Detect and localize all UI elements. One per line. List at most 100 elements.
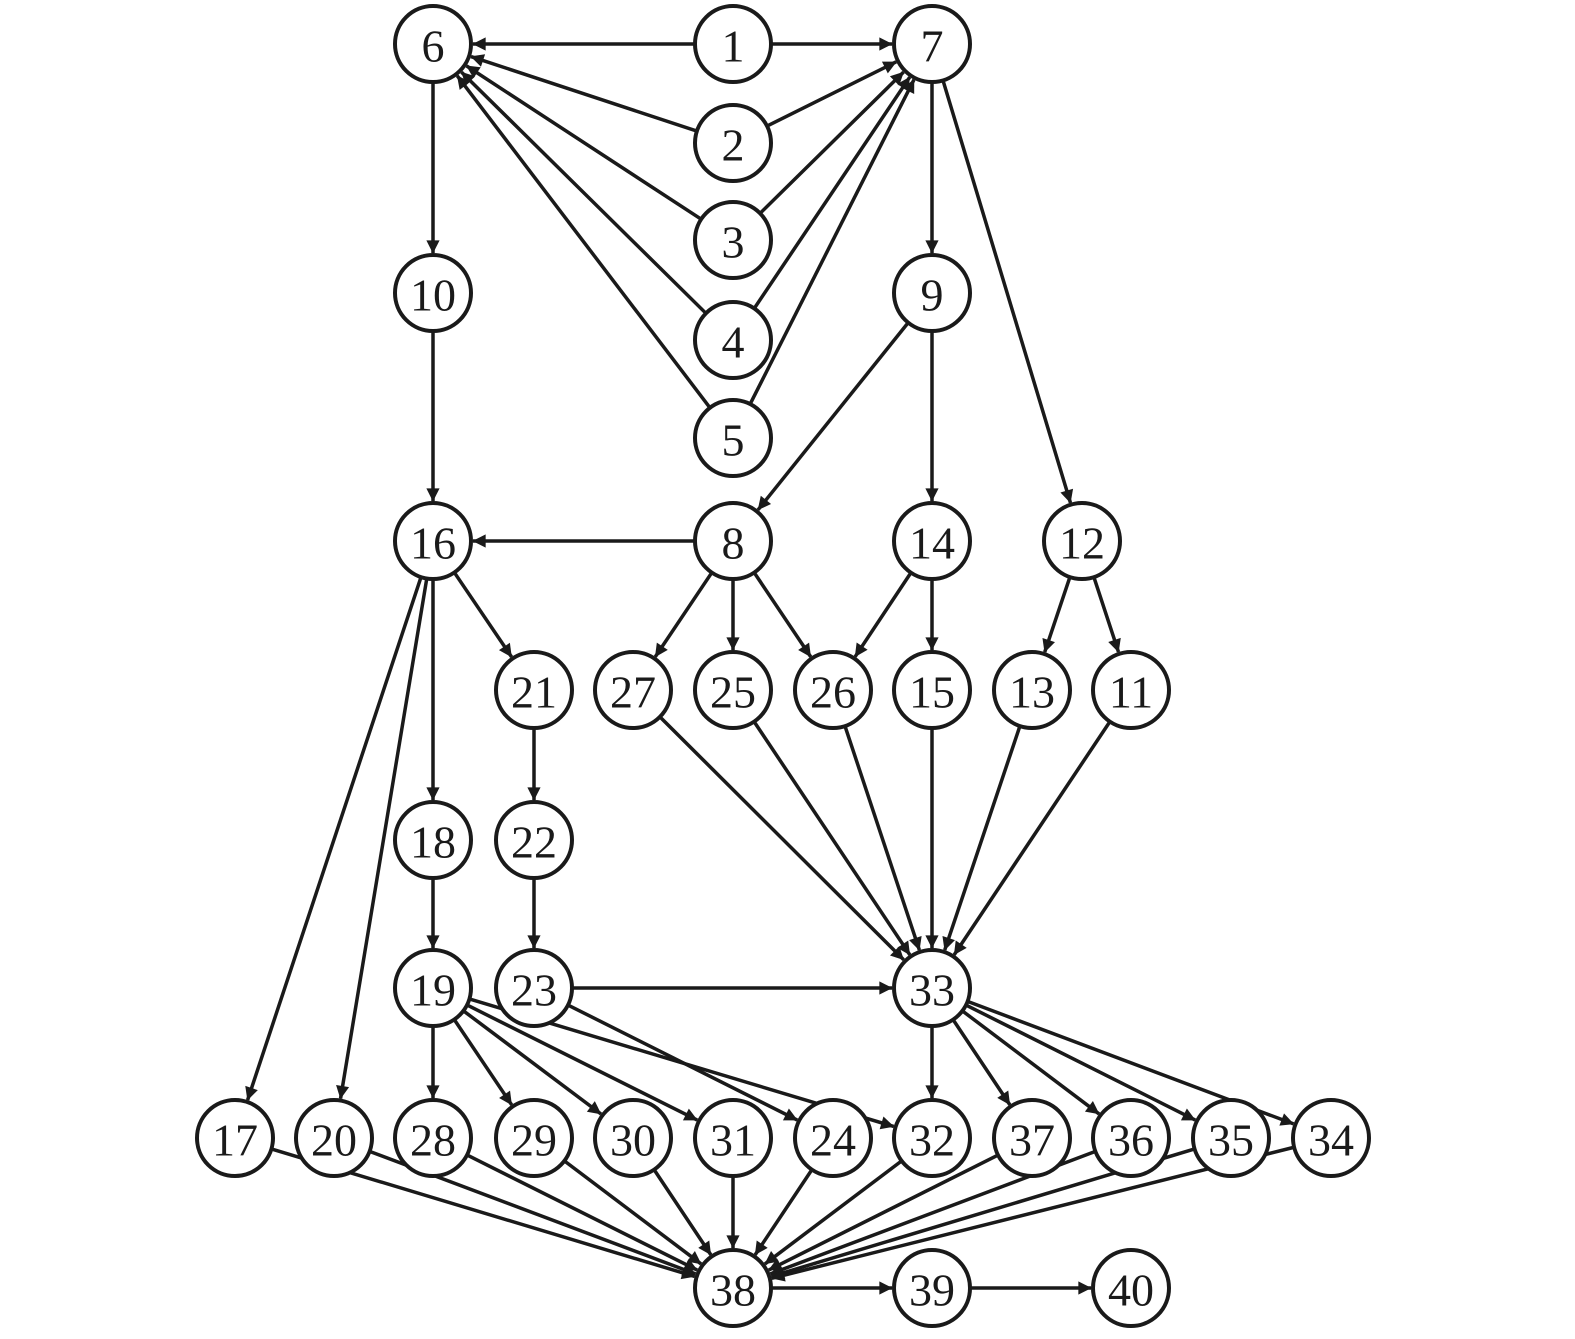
edge-3-to-7	[758, 70, 905, 215]
edge-29-to-38	[563, 1159, 703, 1266]
edge-2-to-6	[470, 54, 698, 133]
node-label: 20	[311, 1115, 357, 1166]
edge-7-to-12	[941, 79, 1074, 504]
node-label: 38	[710, 1265, 756, 1316]
node-label: 33	[909, 965, 955, 1016]
node-14: 14	[892, 501, 972, 581]
node-label: 32	[909, 1115, 955, 1166]
node-label: 8	[722, 518, 745, 569]
node-circle	[494, 650, 574, 730]
node-11: 11	[1091, 650, 1171, 730]
edge-32-to-38	[763, 1159, 903, 1266]
node-circle	[992, 650, 1072, 730]
node-3: 3	[693, 200, 773, 280]
node-circle	[693, 650, 773, 730]
node-label: 12	[1059, 518, 1105, 569]
node-circle	[1042, 501, 1122, 581]
node-circle	[1191, 1098, 1271, 1178]
node-circle	[892, 253, 972, 333]
node-circle	[992, 1098, 1072, 1178]
node-label: 40	[1108, 1265, 1154, 1316]
edge-16-to-17	[245, 576, 423, 1101]
node-label: 36	[1108, 1115, 1154, 1166]
node-circle	[494, 800, 574, 880]
node-2: 2	[693, 103, 773, 183]
node-34: 34	[1291, 1098, 1371, 1178]
node-label: 13	[1009, 667, 1055, 718]
node-22: 22	[494, 800, 574, 880]
node-1: 1	[693, 4, 773, 84]
node-28: 28	[393, 1098, 473, 1178]
node-label: 22	[511, 817, 557, 868]
edge-33-to-35	[965, 1003, 1197, 1122]
node-label: 26	[810, 667, 856, 718]
node-circle	[693, 103, 773, 183]
node-39: 39	[892, 1248, 972, 1328]
node-circle	[693, 1098, 773, 1178]
node-circle	[393, 800, 473, 880]
node-label: 30	[610, 1115, 656, 1166]
node-label: 10	[410, 270, 456, 321]
node-label: 4	[722, 317, 745, 368]
edge-4-to-6	[460, 70, 708, 315]
node-29: 29	[494, 1098, 574, 1178]
node-circle	[494, 948, 574, 1028]
edge-25-to-33	[752, 720, 912, 956]
node-label: 15	[909, 667, 955, 718]
node-label: 34	[1308, 1115, 1354, 1166]
edge-9-to-8	[756, 321, 910, 511]
node-20: 20	[294, 1098, 374, 1178]
edge-2-to-7	[766, 60, 897, 128]
node-label: 31	[710, 1115, 756, 1166]
node-10: 10	[393, 253, 473, 333]
edge-27-to-33	[658, 715, 905, 962]
edge-30-to-38	[652, 1168, 713, 1256]
edge-19-to-29	[452, 1018, 514, 1106]
node-label: 27	[610, 667, 656, 718]
node-33: 33	[892, 948, 972, 1028]
node-label: 24	[810, 1115, 856, 1166]
node-8: 8	[693, 501, 773, 581]
node-circle	[393, 4, 473, 84]
edge-16-to-20	[336, 578, 429, 1100]
node-circle	[1291, 1098, 1371, 1178]
node-circle	[593, 650, 673, 730]
node-circle	[393, 1098, 473, 1178]
node-19: 19	[393, 948, 473, 1028]
node-38: 38	[693, 1248, 773, 1328]
node-7: 7	[892, 4, 972, 84]
node-label: 19	[410, 965, 456, 1016]
edge-19-to-31	[466, 1003, 699, 1122]
node-circle	[393, 948, 473, 1028]
edge-8-to-27	[653, 571, 714, 658]
edge-13-to-33	[942, 725, 1022, 951]
node-circle	[892, 1098, 972, 1178]
node-label: 11	[1109, 667, 1153, 718]
node-label: 6	[422, 21, 445, 72]
node-5: 5	[693, 398, 773, 478]
node-label: 28	[410, 1115, 456, 1166]
edge-12-to-11	[1092, 576, 1121, 653]
node-label: 25	[710, 667, 756, 718]
node-label: 29	[511, 1115, 557, 1166]
node-label: 17	[212, 1115, 258, 1166]
node-12: 12	[1042, 501, 1122, 581]
edge-8-to-26	[752, 571, 813, 658]
node-26: 26	[793, 650, 873, 730]
node-circle	[294, 1098, 374, 1178]
node-21: 21	[494, 650, 574, 730]
edge-12-to-13	[1042, 576, 1072, 653]
node-circle	[693, 501, 773, 581]
node-circle	[892, 4, 972, 84]
edge-33-to-37	[951, 1018, 1012, 1106]
node-label: 9	[921, 270, 944, 321]
edge-28-to-38	[466, 1153, 699, 1272]
node-label: 39	[909, 1265, 955, 1316]
node-circle	[693, 4, 773, 84]
node-4: 4	[693, 300, 773, 380]
node-35: 35	[1191, 1098, 1271, 1178]
node-circle	[1091, 1098, 1171, 1178]
node-circle	[393, 501, 473, 581]
node-label: 14	[909, 518, 955, 569]
